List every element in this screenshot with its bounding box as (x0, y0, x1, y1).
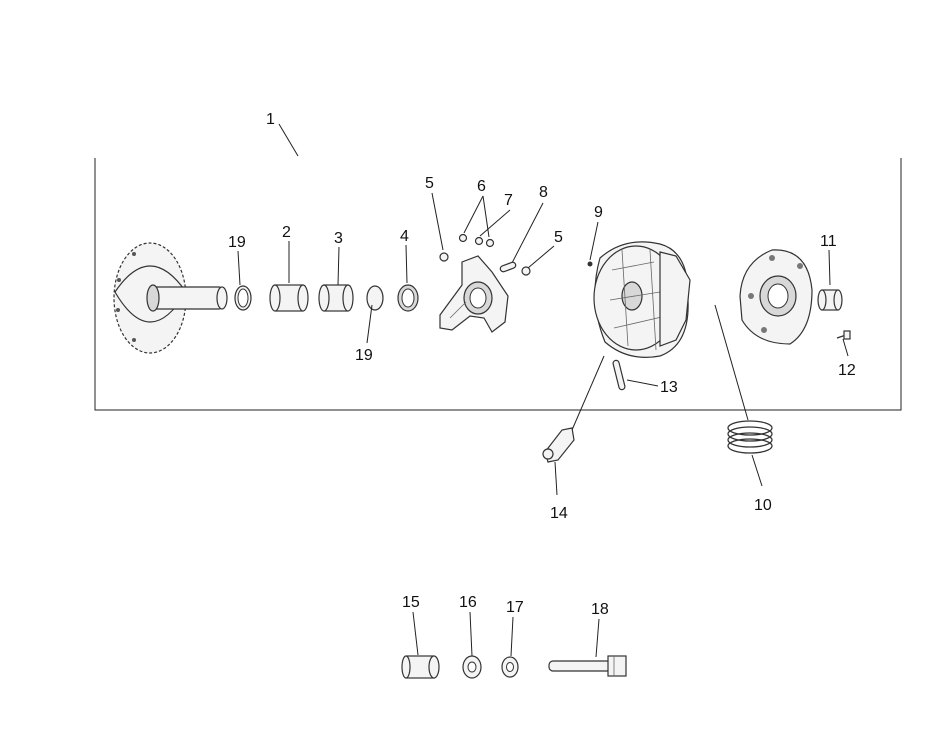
callout-4: 4 (400, 228, 409, 245)
bushing-2 (269, 284, 309, 312)
callout-2: 2 (282, 224, 291, 241)
spider (439, 255, 509, 333)
roller-5-left (439, 252, 449, 262)
bushing-11 (817, 289, 843, 311)
callout-1: 1 (266, 111, 275, 128)
callout-8: 8 (539, 184, 548, 201)
washer-19-lower (366, 285, 384, 311)
moveable-sheave (593, 241, 691, 358)
washer-17 (501, 656, 519, 678)
callout-7: 7 (504, 192, 513, 209)
weight-14 (542, 427, 575, 463)
bolt-18 (548, 655, 627, 677)
cover (739, 249, 813, 345)
callout-17: 17 (506, 599, 524, 616)
callout-15: 15 (402, 594, 420, 611)
pin-13 (612, 359, 626, 391)
pin-8 (499, 261, 517, 273)
callout-6: 6 (477, 178, 486, 195)
washer-16 (462, 655, 482, 679)
callout-5-right: 5 (554, 229, 563, 246)
callout-11: 11 (820, 233, 837, 250)
bushing-3 (318, 284, 354, 312)
callout-14: 14 (550, 505, 568, 522)
callout-19-lower: 19 (355, 347, 373, 364)
spacer-15 (401, 655, 440, 679)
screw-12 (836, 330, 851, 340)
callout-18: 18 (591, 601, 609, 618)
callout-12: 12 (838, 362, 856, 379)
callout-19-upper: 19 (228, 234, 246, 251)
callout-3: 3 (334, 230, 343, 247)
callout-9: 9 (594, 204, 603, 221)
spring-10 (727, 420, 773, 454)
callout-13: 13 (660, 379, 678, 396)
callout-10: 10 (754, 497, 772, 514)
seal-4 (397, 284, 419, 312)
roller-5-right (521, 266, 531, 276)
callout-16: 16 (459, 594, 477, 611)
assembly-bracket (94, 158, 902, 411)
washer-19-upper (234, 285, 252, 311)
screw-9 (587, 261, 593, 267)
callout-5-left: 5 (425, 175, 434, 192)
rollers-6-7 (458, 233, 495, 248)
stationary-sheave (113, 242, 228, 354)
